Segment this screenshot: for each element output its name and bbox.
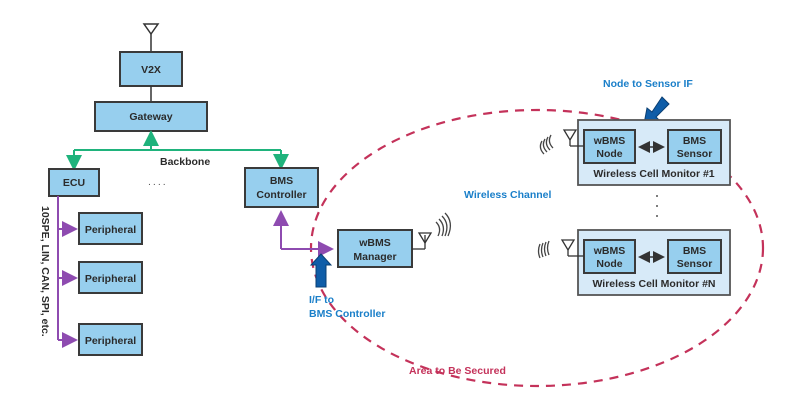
backbone-label: Backbone bbox=[160, 156, 210, 168]
bms-sensor-label-line1: BMS bbox=[683, 245, 706, 257]
bms-sensor-label-line1: BMS bbox=[683, 135, 706, 147]
cell-monitor-title: Wireless Cell Monitor #1 bbox=[593, 168, 714, 180]
wireless-channel-label: Wireless Channel bbox=[464, 189, 552, 201]
ellipsis-horizontal: .... bbox=[148, 176, 168, 188]
if-to-bms-label-line1: I/F to bbox=[309, 294, 334, 306]
bms-controller-label-line2: Controller bbox=[256, 189, 306, 201]
controller-manager-link bbox=[273, 210, 334, 257]
wireless-cell-monitor: wBMS Node BMS Sensor Wireless Cell Monit… bbox=[539, 119, 731, 186]
bms-controller-label-line1: BMS bbox=[270, 175, 293, 187]
bms-sensor-label-line2: Sensor bbox=[677, 148, 713, 160]
peripheral-box: Peripheral bbox=[78, 212, 143, 245]
ecu-label: ECU bbox=[63, 177, 85, 189]
gateway-box: Gateway bbox=[94, 101, 208, 132]
antenna-icon bbox=[562, 129, 584, 147]
bms-controller-box: BMS Controller bbox=[244, 167, 319, 208]
wbms-node-label-line1: wBMS bbox=[593, 245, 626, 257]
peripheral-label: Peripheral bbox=[85, 224, 136, 236]
bms-sensor-label-line2: Sensor bbox=[677, 258, 713, 270]
cell-monitor-title: Wireless Cell Monitor #N bbox=[592, 278, 715, 290]
antenna-icon bbox=[412, 232, 433, 250]
peripheral-box: Peripheral bbox=[78, 323, 143, 356]
wbms-node-label-line1: wBMS bbox=[593, 135, 626, 147]
antenna-icon bbox=[142, 23, 160, 52]
peripheral-bus bbox=[57, 196, 78, 348]
wbms-manager-label-line1: wBMS bbox=[358, 237, 391, 249]
peripheral-label: Peripheral bbox=[85, 335, 136, 347]
secured-area-label: Area to Be Secured bbox=[409, 365, 506, 377]
wbms-manager-box: wBMS Manager bbox=[337, 229, 413, 268]
v2x-box: V2X bbox=[119, 51, 183, 87]
wireless-signal-icon bbox=[435, 212, 452, 237]
if-to-bms-arrow bbox=[309, 253, 333, 288]
backbone-bus bbox=[66, 130, 289, 171]
wbms-node-label-line2: Node bbox=[596, 148, 622, 160]
peripheral-label: Peripheral bbox=[85, 273, 136, 285]
v2x-label: V2X bbox=[141, 64, 161, 76]
peripheral-box: Peripheral bbox=[78, 261, 143, 294]
wireless-signal-icon bbox=[539, 134, 554, 155]
gateway-label: Gateway bbox=[129, 111, 172, 123]
node-to-sensor-label: Node to Sensor IF bbox=[603, 78, 693, 90]
if-to-bms-label-line2: BMS Controller bbox=[309, 308, 385, 320]
wbms-manager-label-line2: Manager bbox=[353, 251, 396, 263]
bus-types-label: 10SPE, LIN, CAN, SPI, etc. bbox=[39, 206, 51, 337]
ellipsis-vertical bbox=[656, 195, 658, 217]
antenna-icon bbox=[560, 239, 584, 257]
wbms-node-label-line2: Node bbox=[596, 258, 622, 270]
wireless-signal-icon bbox=[537, 240, 550, 259]
ecu-box: ECU bbox=[48, 168, 100, 197]
wireless-cell-monitor: wBMS Node BMS Sensor Wireless Cell Monit… bbox=[537, 229, 731, 296]
